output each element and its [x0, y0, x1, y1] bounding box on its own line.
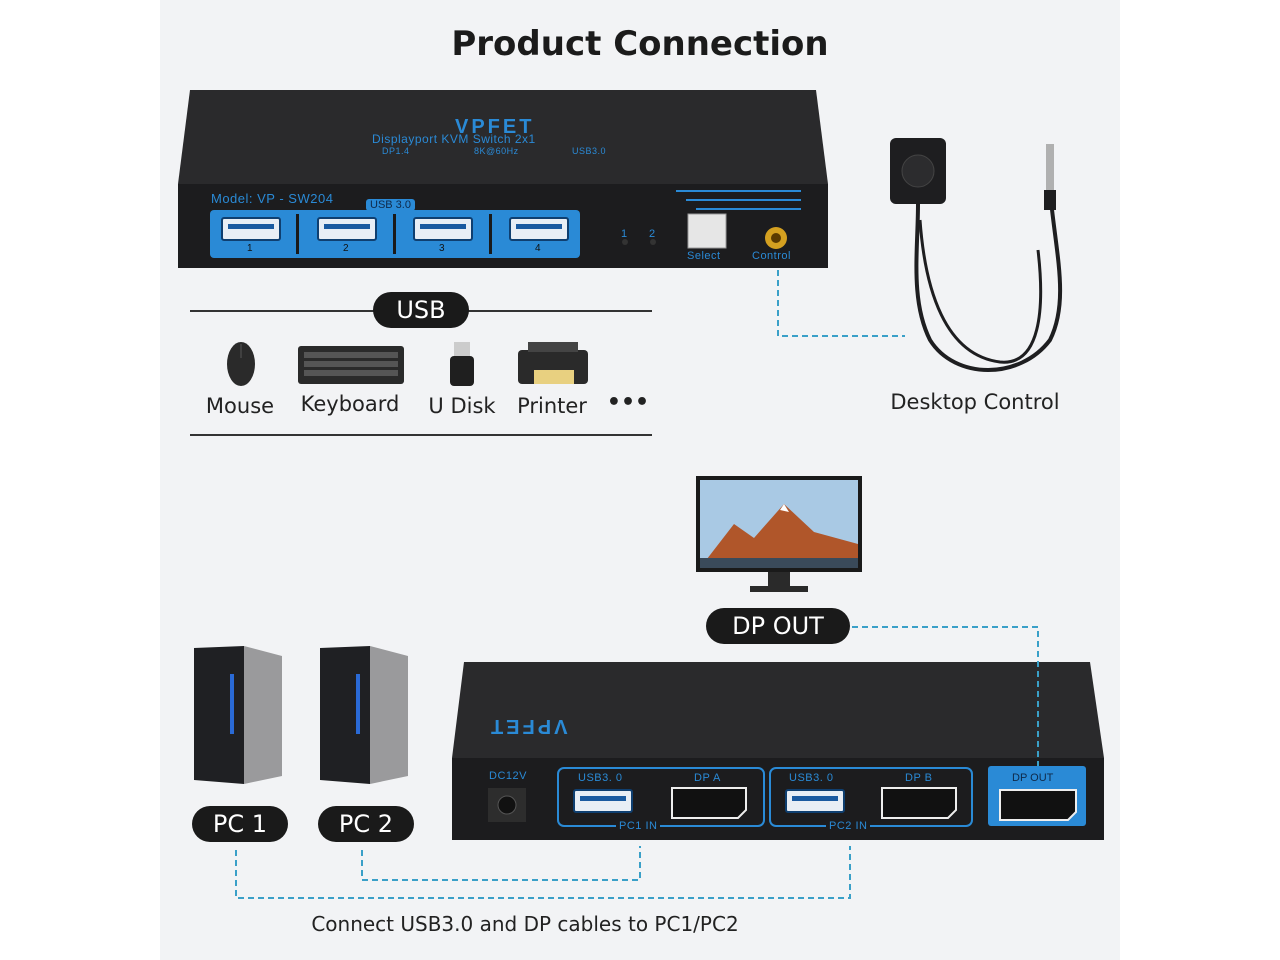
pc2-usb-label: USB3. 0	[789, 772, 834, 784]
pc2-tower-icon	[320, 646, 408, 784]
pc2-dp-label: DP B	[905, 772, 933, 784]
select-button-label: Select	[687, 250, 721, 262]
printer-label: Printer	[517, 394, 587, 418]
monitor-icon	[696, 476, 862, 592]
usb-header: USB	[373, 292, 469, 328]
pc2-pill: PC 2	[318, 806, 414, 842]
control-port-label: Control	[752, 250, 791, 262]
badge-usb: USB3.0	[572, 146, 607, 156]
pc1-usb-label: USB3. 0	[578, 772, 623, 784]
dc12v-label: DC12V	[489, 770, 527, 782]
kvm-switch-rear	[452, 662, 1104, 840]
badge-dp: DP1.4	[382, 146, 410, 156]
port-number-1: 1	[247, 243, 253, 254]
keyboard-label: Keyboard	[300, 392, 400, 416]
rear-dp-out-label: DP OUT	[1012, 772, 1054, 784]
more-devices-label: •••	[606, 390, 650, 415]
u-disk-label: U Disk	[428, 394, 496, 418]
dp-out-pill: DP OUT	[706, 608, 850, 644]
pc2-in-label: PC2 IN	[826, 820, 871, 832]
mouse-icon	[227, 342, 255, 386]
pc1-tower-icon	[194, 646, 282, 784]
printer-icon	[518, 342, 588, 384]
pc1-pill: PC 1	[192, 806, 288, 842]
usb-disk-icon	[450, 342, 474, 386]
device-subtitle: Displayport KVM Switch 2x1	[372, 132, 536, 146]
mouse-label: Mouse	[205, 394, 275, 418]
footer-caption: Connect USB3.0 and DP cables to PC1/PC2	[311, 912, 739, 936]
badge-8k: 8K@60Hz	[474, 146, 519, 156]
desktop-control-illustration	[777, 138, 1063, 372]
usb-divider-bottom	[190, 434, 652, 436]
pc1-in-label: PC1 IN	[616, 820, 661, 832]
led-1-label: 1	[621, 228, 628, 240]
model-label: Model: VP - SW204	[211, 191, 334, 206]
port-number-3: 3	[439, 243, 445, 254]
keyboard-icon	[298, 346, 404, 384]
led-2-label: 2	[649, 228, 656, 240]
brand-logo: VPFET	[455, 116, 535, 138]
pc1-dp-label: DP A	[694, 772, 721, 784]
kvm-switch-top	[178, 90, 828, 268]
page-title: Product Connection	[451, 24, 829, 64]
port-number-2: 2	[343, 243, 349, 254]
port-number-4: 4	[535, 243, 541, 254]
desktop-control-label: Desktop Control	[890, 390, 1060, 414]
usb3-tag: USB 3.0	[366, 199, 415, 211]
